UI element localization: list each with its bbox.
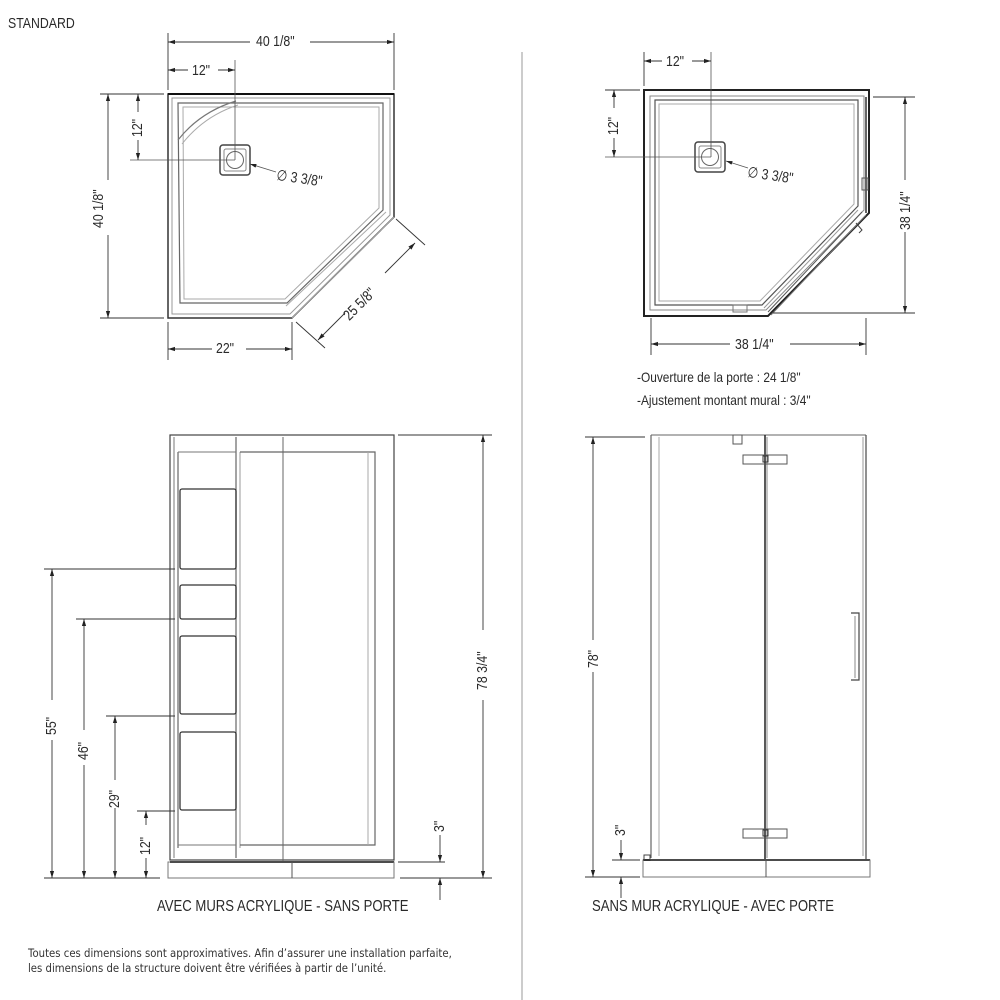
elevation-left-base-label: 3" xyxy=(431,820,448,832)
disclaimer-line-2: les dimensions de la structure doivent ê… xyxy=(28,961,387,975)
elevation-left-height-label: 78 3/4" xyxy=(474,651,491,690)
plan-left-drawing xyxy=(130,60,395,319)
plan-right-drain-x-label: 12" xyxy=(666,53,685,70)
elevation-right-drawing xyxy=(642,434,871,878)
elevation-right-height-label: 78" xyxy=(585,649,602,668)
door-opening-note: -Ouverture de la porte : 24 1/8" xyxy=(637,369,801,385)
diameter-symbol: ∅ xyxy=(746,163,760,183)
shelf-height-46-label: 46" xyxy=(75,741,92,760)
plan-right-dimensions xyxy=(605,52,915,355)
plan-left-depth-label: 40 1/8" xyxy=(90,189,107,228)
plan-left-drain-y-label: 12" xyxy=(129,118,146,137)
shelf-height-29-label: 29" xyxy=(106,789,123,808)
shelf-height-55-label: 55" xyxy=(43,716,60,735)
elevation-right-base-label: 3" xyxy=(612,824,629,836)
plan-left-width-label: 40 1/8" xyxy=(256,33,295,50)
elevation-left-drawing xyxy=(167,434,395,879)
elevation-left-dimensions xyxy=(44,434,492,900)
diameter-symbol: ∅ xyxy=(275,166,289,186)
plan-right-drawing xyxy=(605,52,870,317)
disclaimer-line-1: Toutes ces dimensions sont approximative… xyxy=(28,946,452,960)
plan-left-drain-x-label: 12" xyxy=(192,62,211,79)
elevation-right-dimensions xyxy=(585,436,645,898)
plan-right-drain-y-label: 12" xyxy=(605,116,622,135)
elevation-right-caption: SANS MUR ACRYLIQUE - AVEC PORTE xyxy=(592,898,835,915)
plan-left-dimensions xyxy=(100,33,426,360)
plan-right-width-label: 38 1/4" xyxy=(735,336,774,353)
wall-adjustment-note: -Ajustement montant mural : 3/4" xyxy=(637,392,811,408)
elevation-left-caption: AVEC MURS ACRYLIQUE - SANS PORTE xyxy=(157,898,409,915)
shelf-height-12-label: 12" xyxy=(137,836,154,855)
plan-left-front-width-label: 22" xyxy=(216,340,235,357)
plan-right-depth-label: 38 1/4" xyxy=(897,191,914,230)
drawing-title: STANDARD xyxy=(8,15,75,32)
